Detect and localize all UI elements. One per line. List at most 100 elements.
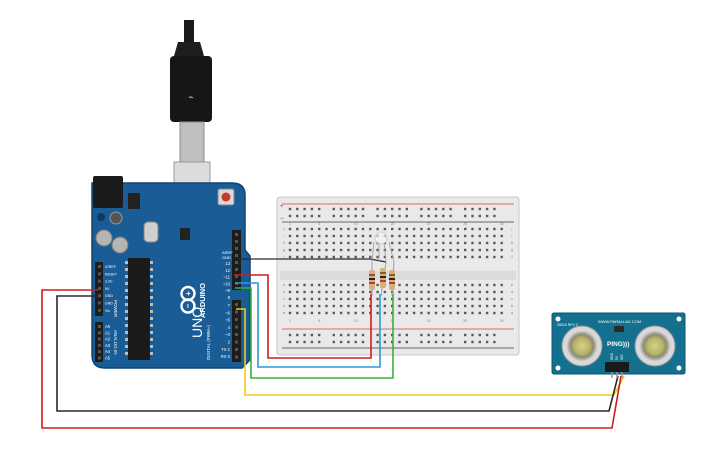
breadboard-hole[interactable]: [361, 304, 365, 308]
breadboard-hole[interactable]: [347, 311, 350, 315]
breadboard-hole[interactable]: [288, 304, 292, 308]
breadboard-hole[interactable]: [405, 304, 408, 308]
breadboard-hole[interactable]: [434, 248, 438, 252]
breadboard-hole[interactable]: [442, 241, 445, 245]
breadboard-hole[interactable]: [361, 297, 365, 301]
breadboard-hole[interactable]: [412, 248, 416, 252]
breadboard-hole[interactable]: [471, 248, 474, 252]
breadboard-hole[interactable]: [456, 227, 460, 231]
breadboard-hole[interactable]: [325, 304, 328, 308]
breadboard-hole[interactable]: [332, 283, 335, 287]
breadboard-hole[interactable]: [310, 290, 314, 294]
breadboard-hole[interactable]: [449, 255, 452, 259]
breadboard-hole[interactable]: [478, 241, 481, 245]
breadboard-hole[interactable]: [405, 297, 408, 301]
rail-hole[interactable]: [464, 340, 467, 344]
breadboard-hole[interactable]: [318, 255, 321, 259]
rail-hole[interactable]: [485, 333, 489, 337]
breadboard-hole[interactable]: [493, 283, 496, 287]
breadboard-hole[interactable]: [434, 304, 438, 308]
breadboard-hole[interactable]: [434, 290, 438, 294]
rail-hole[interactable]: [398, 207, 401, 211]
breadboard-hole[interactable]: [369, 234, 372, 238]
breadboard-hole[interactable]: [332, 297, 335, 301]
rail-hole[interactable]: [347, 207, 350, 211]
rail-hole[interactable]: [391, 207, 394, 211]
rail-hole[interactable]: [434, 207, 438, 211]
breadboard-hole[interactable]: [464, 241, 467, 245]
breadboard-hole[interactable]: [478, 290, 481, 294]
breadboard-hole[interactable]: [493, 234, 496, 238]
header-pin[interactable]: [235, 303, 238, 306]
breadboard-hole[interactable]: [449, 304, 452, 308]
breadboard-hole[interactable]: [478, 248, 481, 252]
wire-blue-pin10[interactable]: [235, 282, 381, 368]
rail-hole[interactable]: [398, 214, 401, 218]
breadboard-hole[interactable]: [288, 234, 292, 238]
breadboard-hole[interactable]: [471, 304, 474, 308]
rail-hole[interactable]: [471, 207, 474, 211]
breadboard-hole[interactable]: [478, 297, 481, 301]
breadboard-hole[interactable]: [500, 255, 503, 259]
rail-hole[interactable]: [303, 214, 306, 218]
header-pin[interactable]: [98, 356, 101, 360]
rail-hole[interactable]: [405, 207, 408, 211]
breadboard-hole[interactable]: [369, 248, 372, 252]
breadboard-hole[interactable]: [318, 297, 321, 301]
breadboard-hole[interactable]: [339, 227, 343, 231]
breadboard-hole[interactable]: [456, 304, 460, 308]
rail-hole[interactable]: [354, 333, 357, 337]
breadboard-hole[interactable]: [456, 290, 460, 294]
rail-hole[interactable]: [339, 207, 343, 211]
breadboard-hole[interactable]: [288, 283, 292, 287]
breadboard-hole[interactable]: [332, 304, 335, 308]
breadboard-hole[interactable]: [383, 227, 387, 231]
breadboard-hole[interactable]: [493, 297, 496, 301]
rail-hole[interactable]: [442, 340, 445, 344]
breadboard-hole[interactable]: [376, 255, 379, 259]
breadboard-hole[interactable]: [376, 283, 379, 287]
rail-hole[interactable]: [434, 214, 438, 218]
breadboard-hole[interactable]: [420, 234, 423, 238]
wire-gnd-to-led[interactable]: [237, 258, 387, 263]
breadboard-hole[interactable]: [471, 255, 474, 259]
rail-hole[interactable]: [303, 207, 306, 211]
header-pin[interactable]: [235, 333, 238, 336]
breadboard-hole[interactable]: [339, 283, 343, 287]
breadboard-hole[interactable]: [420, 255, 423, 259]
breadboard-hole[interactable]: [427, 297, 430, 301]
rail-hole[interactable]: [361, 214, 365, 218]
breadboard-hole[interactable]: [296, 255, 299, 259]
breadboard-hole[interactable]: [500, 241, 503, 245]
breadboard-hole[interactable]: [398, 283, 401, 287]
breadboard-hole[interactable]: [303, 234, 306, 238]
breadboard-hole[interactable]: [376, 227, 379, 231]
rail-hole[interactable]: [310, 333, 314, 337]
breadboard-hole[interactable]: [442, 255, 445, 259]
breadboard-hole[interactable]: [332, 227, 335, 231]
breadboard-hole[interactable]: [485, 297, 489, 301]
breadboard-hole[interactable]: [369, 241, 372, 245]
breadboard-hole[interactable]: [420, 297, 423, 301]
rail-hole[interactable]: [303, 333, 306, 337]
breadboard-hole[interactable]: [296, 227, 299, 231]
header-pin[interactable]: [235, 275, 238, 278]
breadboard-hole[interactable]: [485, 255, 489, 259]
breadboard-hole[interactable]: [361, 290, 365, 294]
breadboard-hole[interactable]: [288, 290, 292, 294]
rail-hole[interactable]: [376, 333, 379, 337]
breadboard-hole[interactable]: [325, 283, 328, 287]
breadboard-hole[interactable]: [303, 290, 306, 294]
rail-hole[interactable]: [478, 333, 481, 337]
breadboard-hole[interactable]: [296, 304, 299, 308]
breadboard-hole[interactable]: [288, 297, 292, 301]
rail-hole[interactable]: [485, 207, 489, 211]
breadboard-hole[interactable]: [310, 297, 314, 301]
resistors[interactable]: [369, 261, 395, 297]
breadboard-hole[interactable]: [500, 234, 503, 238]
rail-hole[interactable]: [310, 207, 314, 211]
breadboard-hole[interactable]: [398, 304, 401, 308]
breadboard-hole[interactable]: [405, 283, 408, 287]
rail-hole[interactable]: [493, 333, 496, 337]
